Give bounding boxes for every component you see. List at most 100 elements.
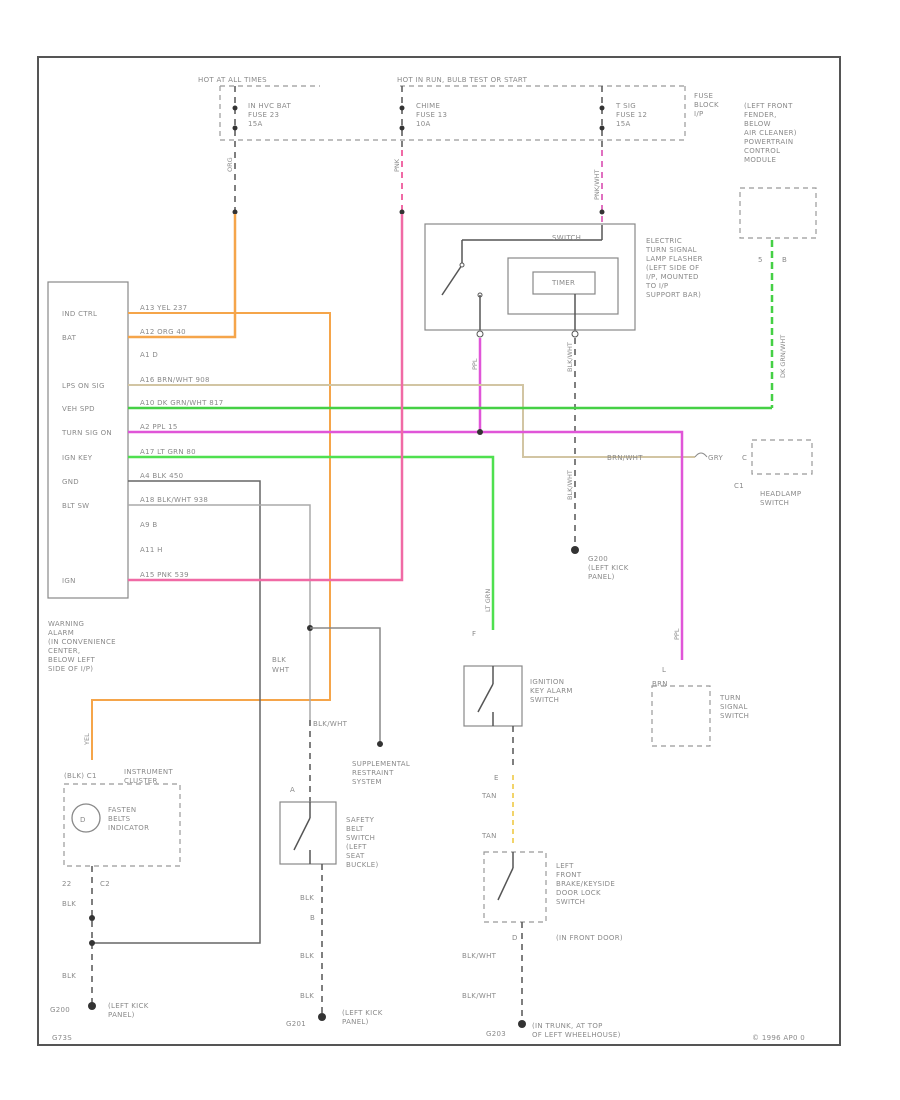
fuse-13-number: FUSE 13: [416, 111, 447, 119]
headlamp-label-1: HEADLAMP: [760, 490, 801, 498]
svg-text:BLK: BLK: [300, 952, 314, 960]
ignition-label-3: SWITCH: [530, 696, 559, 704]
module-pin-wire-label: A4 BLK 450: [140, 472, 183, 480]
flasher-label-1: ELECTRIC: [646, 237, 682, 245]
svg-text:BLK: BLK: [62, 972, 76, 980]
svg-text:(LEFT KICK: (LEFT KICK: [108, 1002, 149, 1010]
g203-label: G203: [486, 1030, 506, 1038]
door-switch-label-5: SWITCH: [556, 898, 585, 906]
fuse-12-name: T SIG: [615, 102, 636, 110]
svg-text:D: D: [80, 816, 86, 824]
door-switch-label-1: LEFT: [556, 862, 574, 870]
module-pin-label: TURN SIG ON: [61, 429, 112, 437]
door-switch-label-2: FRONT: [556, 871, 582, 879]
svg-text:(LEFT KICK: (LEFT KICK: [342, 1009, 383, 1017]
belt-wire-b: BLK: [300, 894, 314, 902]
turn-signal-flasher: SWITCH TIMER ELECTRIC TURN SIGNAL LAMP F…: [424, 223, 703, 581]
flasher-label-6: TO I/P: [645, 282, 668, 290]
module-label-3: (IN CONVENIENCE: [48, 638, 116, 646]
pcm-label-1: (LEFT FRONT: [744, 102, 793, 110]
flasher-gnd-wire: BLK/WHT: [566, 342, 574, 372]
turn-switch-label-1: TURN: [719, 694, 741, 702]
srs-label-3: SYSTEM: [352, 778, 382, 786]
turn-switch-conn: BRN: [652, 680, 668, 688]
svg-text:BLK: BLK: [300, 992, 314, 1000]
safety-belt-switch: SUPPLEMENTAL RESTRAINT SYSTEM BLK WHT BL…: [272, 625, 410, 1028]
fuse-block-label-2: BLOCK: [694, 101, 719, 109]
flasher-timer-label: TIMER: [551, 279, 575, 287]
svg-text:BLK/WHT: BLK/WHT: [462, 992, 497, 1000]
cluster-indicator-3: INDICATOR: [108, 824, 149, 832]
cluster-indicator-2: BELTS: [108, 815, 131, 823]
g200-loc-1: (LEFT KICK: [588, 564, 629, 572]
g203-loc-2: OF LEFT WHEELHOUSE): [532, 1031, 621, 1039]
pcm-label-3: BELOW: [744, 120, 771, 128]
srs-label-1: SUPPLEMENTAL: [352, 760, 410, 768]
fuse-t-sig: T SIG FUSE 12 15A PNK/WHT: [593, 86, 647, 222]
fuse-13-wire: PNK: [393, 158, 401, 172]
module-pin-label: BLT SW: [62, 502, 89, 510]
door-switch-wire-top: TAN: [481, 832, 497, 840]
svg-text:BLK/WHT: BLK/WHT: [566, 470, 574, 500]
headlamp-label-2: SWITCH: [760, 499, 789, 507]
door-lock-switch: TAN LEFT FRONT BRAKE/KEYSIDE DOOR LOCK S…: [462, 832, 623, 1039]
belt-wire-top-1: BLK: [272, 656, 286, 664]
belt-pin-b: B: [310, 914, 315, 922]
hot-at-all-times-label: HOT AT ALL TIMES: [198, 76, 267, 84]
turn-signal-switch: PPL L BRN TURN SIGNAL SWITCH: [651, 628, 749, 747]
headlamp-conn: C1: [734, 482, 744, 490]
ignition-label-1: IGNITION: [530, 678, 564, 686]
ignition-wire-in: LT GRN: [484, 589, 492, 612]
ignition-label-2: KEY ALARM: [530, 687, 573, 695]
module-pin-label: IGN: [62, 577, 76, 585]
turn-switch-wire: PPL: [673, 628, 681, 640]
module-pin-label: LPS ON SIG: [62, 382, 105, 390]
module-pin-wire-label: A18 BLK/WHT 938: [140, 496, 208, 504]
turn-switch-label-3: SWITCH: [720, 712, 749, 720]
fuse-23-rating: 15A: [248, 120, 263, 128]
belt-label-3: SWITCH: [346, 834, 375, 842]
diagram-frame: [37, 56, 841, 1046]
cluster-indicator-1: FASTEN: [108, 806, 136, 814]
ignition-wire-out: TAN: [481, 792, 497, 800]
flasher-label-3: LAMP FLASHER: [646, 255, 703, 263]
fuse-23-name: IN HVC BAT: [248, 102, 291, 110]
svg-text:(BLK) C1: (BLK) C1: [64, 772, 97, 780]
fuse-13-name: CHIME: [416, 102, 440, 110]
g203-loc-1: (IN TRUNK, AT TOP: [532, 1022, 603, 1030]
module-pin-wire-label: A16 BRN/WHT 908: [140, 376, 210, 384]
door-switch-wire-b: BLK/WHT: [462, 952, 497, 960]
belt-label-2: BELT: [346, 825, 364, 833]
door-switch-label-6: (IN FRONT DOOR): [556, 934, 623, 942]
belt-pin-a: A: [290, 786, 295, 794]
g200-bottom-label: G200: [50, 1006, 70, 1014]
belt-label-1: SAFETY: [346, 816, 375, 824]
svg-text:B: B: [782, 256, 787, 264]
svg-text:BRN/WHT: BRN/WHT: [607, 454, 643, 462]
instrument-cluster: YEL INSTRUMENT CLUSTER (BLK) C1 D FASTEN…: [50, 733, 181, 1019]
blk-wht-938-wire: [128, 504, 311, 720]
turn-switch-label-2: SIGNAL: [720, 703, 748, 711]
flasher-label-7: SUPPORT BAR): [646, 291, 701, 299]
cluster-label-1: INSTRUMENT: [124, 768, 173, 776]
module-pin-wire-label: A2 PPL 15: [140, 423, 178, 431]
module-pin-label: VEH SPD: [62, 405, 95, 413]
pcm-label-2: FENDER,: [744, 111, 777, 119]
hot-in-run-label: HOT IN RUN, BULB TEST OR START: [397, 76, 528, 84]
module-label-5: BELOW LEFT: [48, 656, 95, 664]
module-label-1: WARNING: [48, 620, 84, 628]
flasher-label-4: (LEFT SIDE OF: [646, 264, 699, 272]
module-pin-wire-label: A9 B: [140, 521, 157, 529]
belt-wire-top-2: WHT: [272, 666, 290, 674]
svg-text:PANEL): PANEL): [108, 1011, 135, 1019]
fuse-12-rating: 15A: [616, 120, 631, 128]
footer-code: G73S: [52, 1034, 72, 1042]
fuse-in-hvc-bat: IN HVC BAT FUSE 23 15A ORG: [226, 86, 291, 215]
fuse-23-number: FUSE 23: [248, 111, 279, 119]
module-pin-label: IND CTRL: [62, 310, 97, 318]
srs-wire: BLK/WHT: [313, 720, 348, 728]
org-wire: [128, 214, 237, 339]
g200-label: G200: [588, 555, 608, 563]
